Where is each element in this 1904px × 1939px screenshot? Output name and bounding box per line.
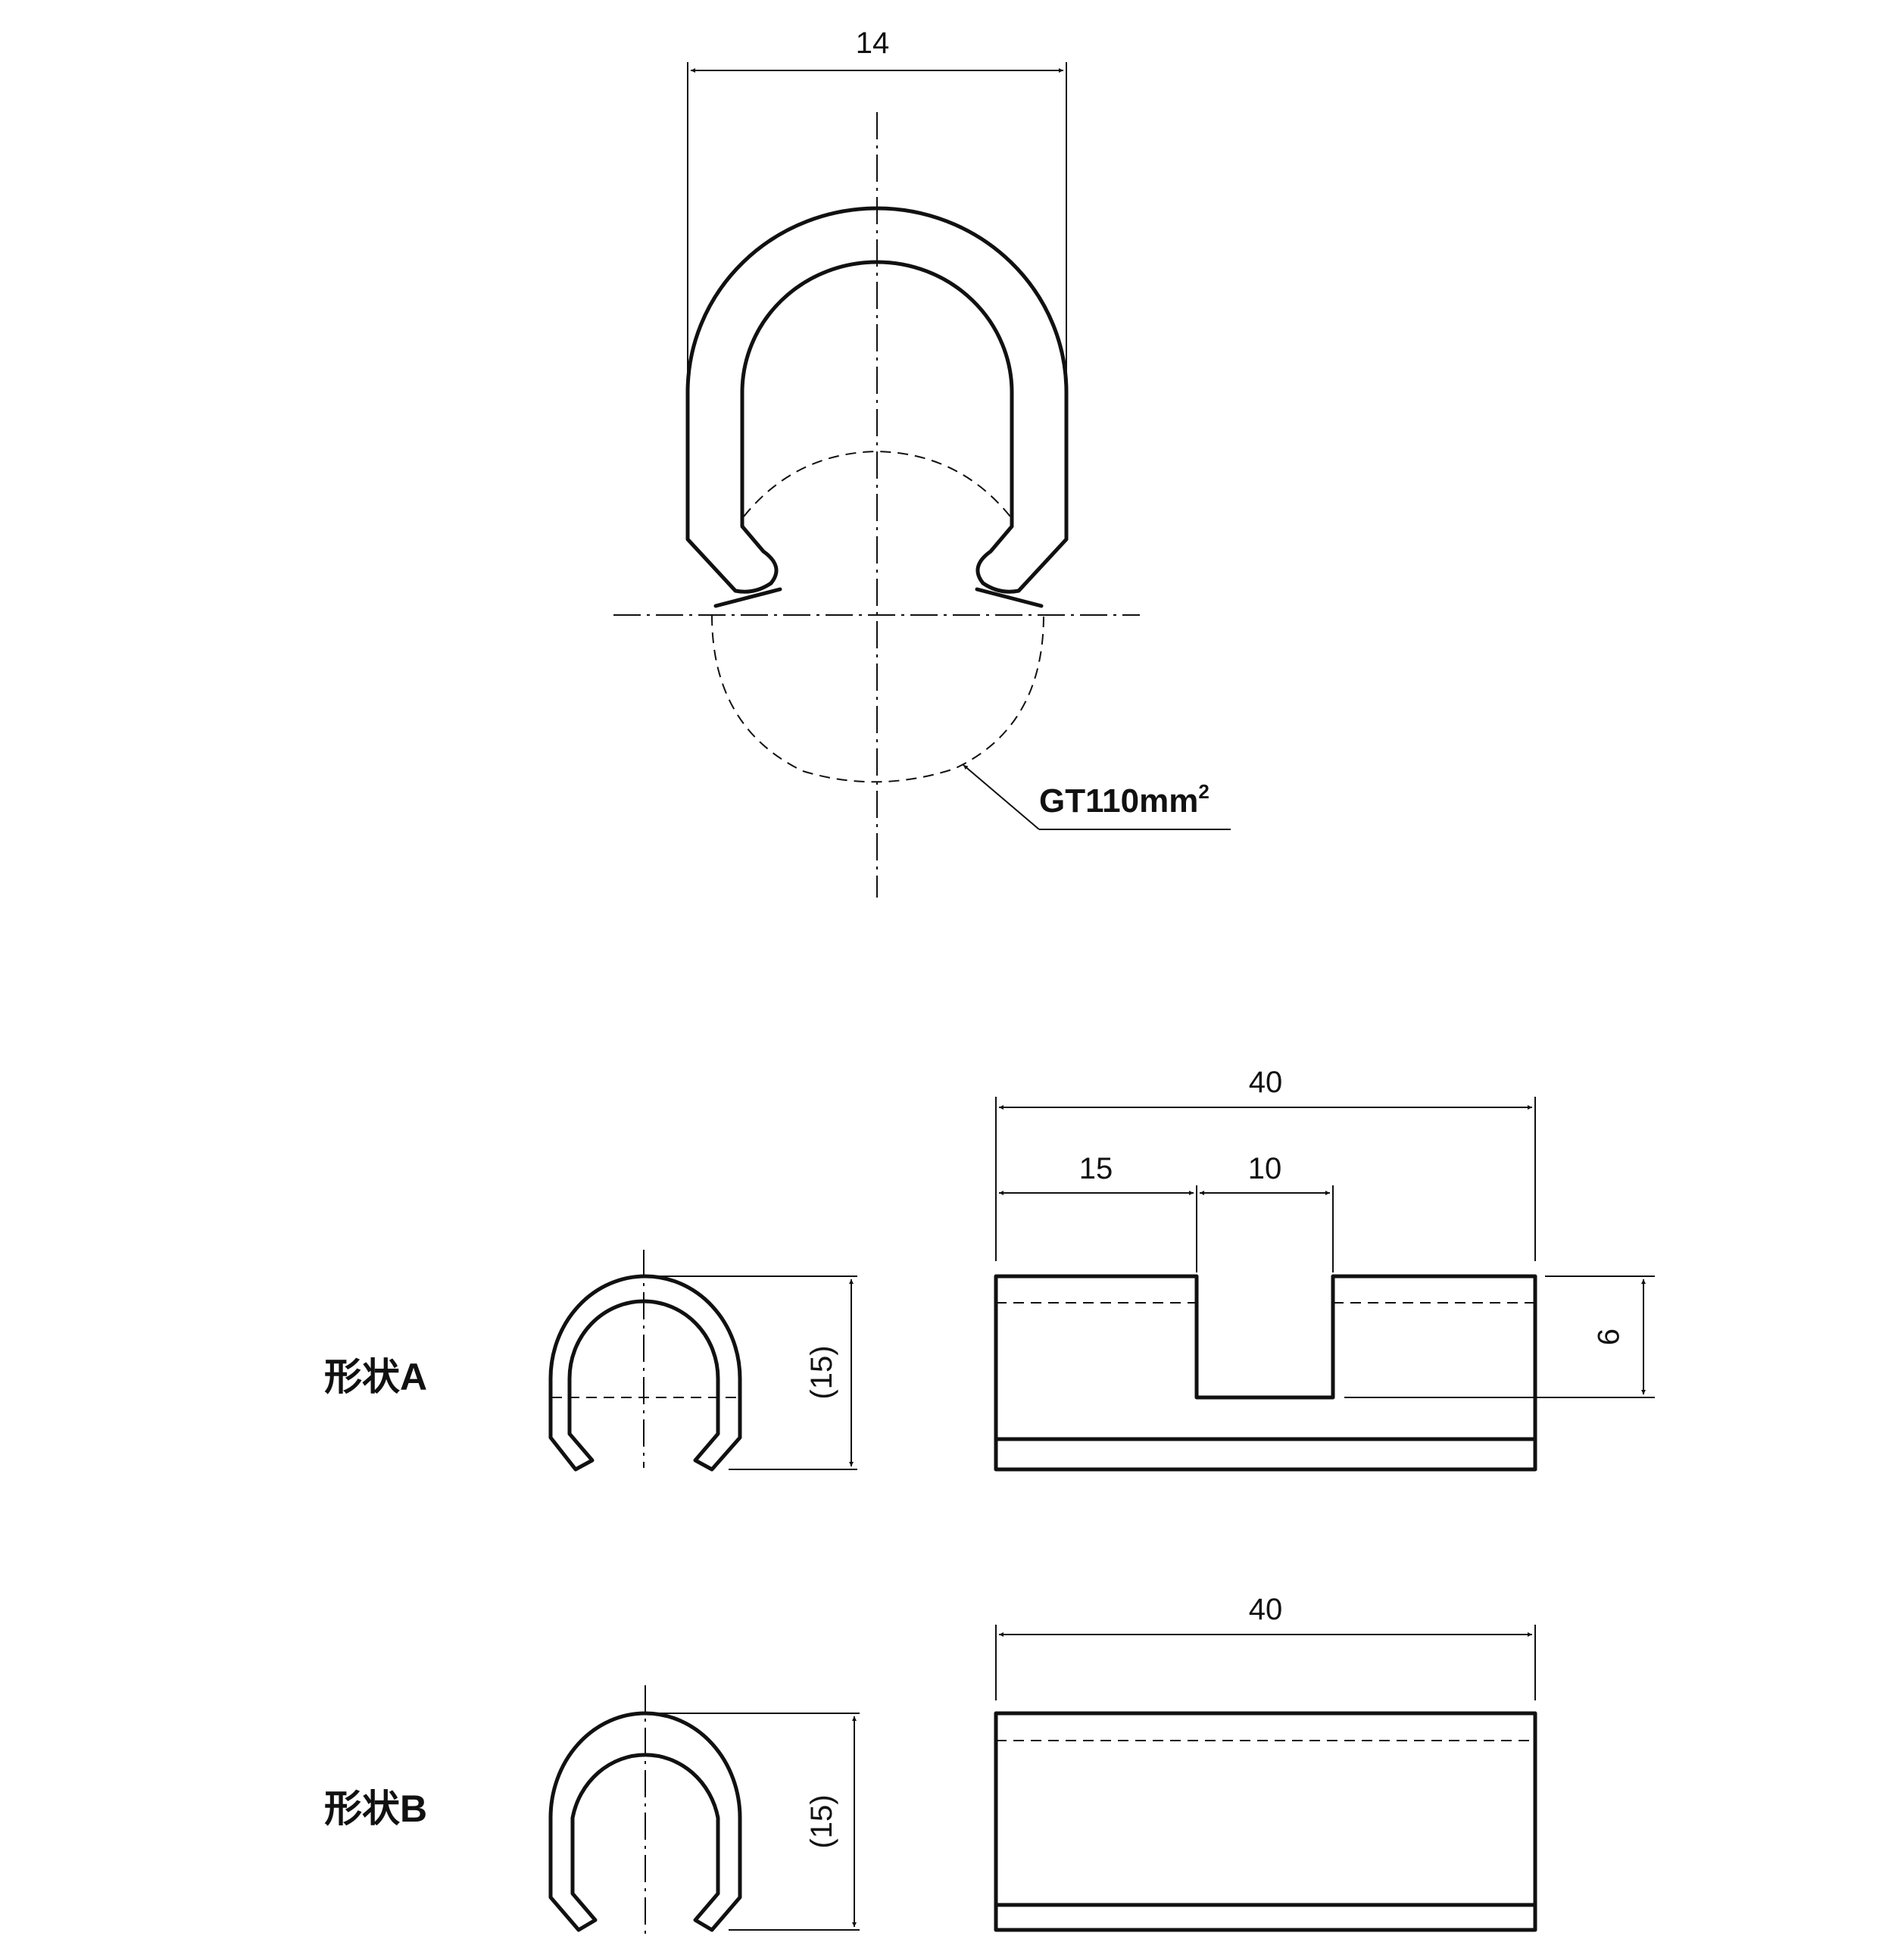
- width-dimension-text: 14: [856, 27, 890, 60]
- wire-size-label: GT110mm2: [1039, 780, 1210, 820]
- shape-a-offset-text: 15: [1079, 1152, 1113, 1185]
- wire-size-sup: 2: [1198, 780, 1209, 803]
- terminal-outer-outline: [685, 206, 1069, 594]
- shape-b-group: 形状B (15) 40: [324, 1593, 1537, 1935]
- top-terminal-view: 14 GT110mm2: [613, 27, 1231, 898]
- shape-b-front-outline: [994, 1711, 1537, 1932]
- shape-a-group: 形状A (15) 40 15 10 9: [324, 1066, 1655, 1472]
- leader-line: [963, 764, 1040, 830]
- shape-a-label: 形状A: [324, 1356, 427, 1398]
- shape-a-length-text: 40: [1249, 1066, 1283, 1099]
- shape-b-height-text: (15): [805, 1794, 838, 1848]
- shape-a-height-text: (15): [805, 1345, 838, 1399]
- shape-a-slot-width-text: 10: [1248, 1152, 1282, 1185]
- wire-lower-arc: [711, 614, 1044, 783]
- crimp-lower-edge: [713, 587, 1044, 608]
- wire-size-text: GT110mm: [1039, 782, 1198, 820]
- shape-b-length-text: 40: [1249, 1593, 1283, 1626]
- shape-a-front-outline: [994, 1274, 1537, 1472]
- shape-b-label: 形状B: [324, 1788, 427, 1830]
- shape-a-side-outline: [548, 1274, 742, 1472]
- shape-b-side-outline: [548, 1711, 742, 1932]
- shape-a-depth-text: 9: [1591, 1329, 1625, 1345]
